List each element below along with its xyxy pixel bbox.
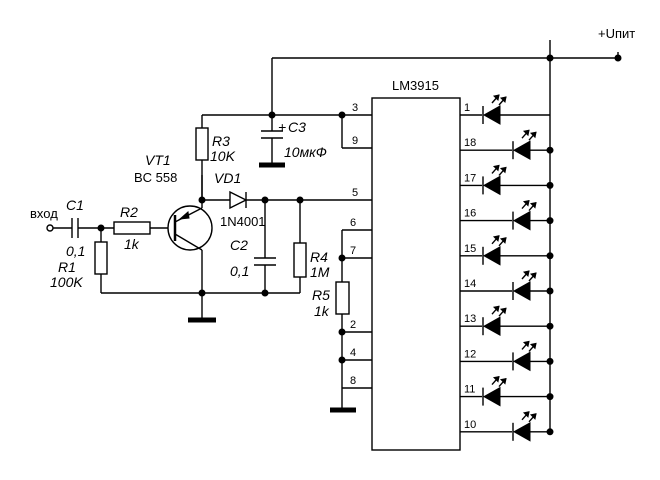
pin-12: 12 [464,348,476,360]
r4-value: 1M [310,264,330,280]
r5-name: R5 [312,287,330,303]
led-16: 16 [460,199,554,231]
led-17: 17 [460,164,554,196]
pin-2: 2 [350,319,356,331]
input-label: вход [30,206,58,221]
pin-18: 18 [464,137,476,149]
r5-resistor [335,281,350,315]
vd1-diode [229,190,248,210]
c2-value: 0,1 [230,263,249,279]
r2-name: R2 [120,204,138,220]
pin-10: 10 [464,419,476,431]
c1-value: 0,1 [66,243,85,259]
r4-resistor [293,242,307,278]
r3-name: R3 [212,133,230,149]
pin-5: 5 [352,187,358,199]
vt1-name: VT1 [145,152,171,168]
power-rail [271,40,622,432]
r2-resistor [113,221,151,235]
vd1-name: VD1 [214,170,241,186]
c3-name: C3 [288,119,306,135]
pin-16: 16 [464,208,476,220]
r3-value: 10K [210,148,236,164]
r4-name: R4 [310,249,328,265]
led-array: 1 18 17 16 15 14 13 12 11 10 [460,94,554,442]
led-10: 10 [460,411,554,442]
c2-name: C2 [230,237,248,253]
pin-11: 11 [464,384,475,396]
r2-value: 1k [124,236,140,252]
ic-lm3915 [371,97,461,451]
pin-3: 3 [352,102,358,114]
led-14: 14 [460,270,554,301]
input-terminal [46,224,54,232]
pin-15: 15 [464,243,476,255]
r1-name: R1 [58,259,76,275]
pin-1: 1 [464,102,470,114]
pin-14: 14 [464,278,476,290]
r3-resistor [195,127,209,161]
power-label: +Uпит [598,26,635,41]
vt1-type: BC 558 [134,170,177,185]
pin-8: 8 [350,375,356,387]
led-11: 11 [460,375,554,407]
r5-value: 1k [314,303,330,319]
pin-9: 9 [352,135,358,147]
pin-7: 7 [350,245,356,257]
c1-name: C1 [66,197,84,213]
pin-6: 6 [350,217,356,229]
c3-polarity: + [278,119,286,135]
vt1-transistor [167,175,213,293]
led-18: 18 [460,129,554,161]
led-12: 12 [460,340,554,372]
vd1-value: 1N4001 [220,214,266,229]
pin-17: 17 [464,172,476,184]
c3-value: 10мкФ [284,144,327,160]
led-13: 13 [460,305,554,337]
led-1: 1 [460,94,550,125]
pin-13: 13 [464,313,476,325]
ic-name: LM3915 [392,78,439,93]
led-15: 15 [460,235,554,266]
pin-4: 4 [350,347,356,359]
r1-resistor [94,241,108,275]
r1-value: 100K [50,274,83,290]
